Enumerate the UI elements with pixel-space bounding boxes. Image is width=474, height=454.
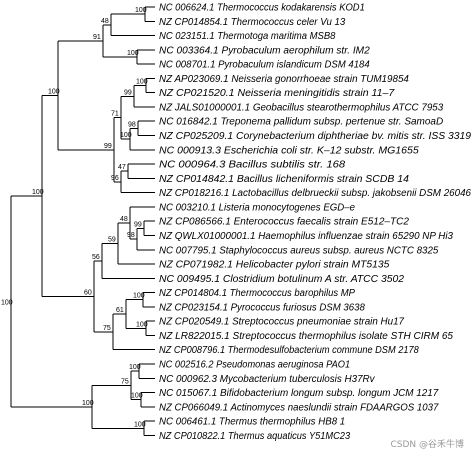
support-value: 100 <box>48 88 60 95</box>
taxon-label: NZ CP014842.1 Bacillus licheniformis str… <box>159 174 409 185</box>
support-value: 98 <box>127 232 135 239</box>
support-value: 100 <box>82 400 94 407</box>
watermark: CSDN @谷禾牛博 <box>390 440 464 450</box>
taxon-label: NC 008701.1 Pyrobaculum islandicum DSM 4… <box>159 60 370 71</box>
support-value: 99 <box>124 89 132 96</box>
taxon-label: NC 002516.2 Pseudomonas aeruginosa PAO1 <box>159 360 350 371</box>
taxon-label: NZ AP023069.1 Neisseria gonorrhoeae stra… <box>159 74 409 85</box>
support-value: 99 <box>134 221 142 228</box>
tree-branches <box>10 6 155 436</box>
taxon-label: NZ CP021520.1 Neisseria meningitidis str… <box>159 88 395 99</box>
support-value: 47 <box>118 164 126 171</box>
taxon-label: NC 006624.1 Thermococcus kodakarensis KO… <box>159 3 365 14</box>
taxon-label: NZ CP014804.1 Thermococcus barophilus MP <box>159 288 355 299</box>
support-value: 56 <box>92 254 100 261</box>
support-value: 100 <box>136 79 148 86</box>
taxon-label: NC 023151.1 Thermotoga maritima MSB8 <box>159 31 336 42</box>
taxon-label: NC 006461.1 Thermus thermophilus HB8 1 <box>159 417 345 428</box>
support-value: 100 <box>136 321 148 328</box>
taxon-label: NC 000962.3 Mycobacterium tuberculosis H… <box>159 374 376 385</box>
support-value: 100 <box>129 364 141 371</box>
support-value: 98 <box>128 121 136 128</box>
support-value: 100 <box>134 421 146 428</box>
support-value: 100 <box>135 7 147 14</box>
support-value: 100 <box>1 299 13 306</box>
support-value: 100 <box>120 132 132 139</box>
support-value: 100 <box>133 293 145 300</box>
taxon-label: NZ CP071982.1 Helicobacter pylori strain… <box>159 260 390 271</box>
support-value: 99 <box>104 143 112 150</box>
support-value: 100 <box>131 393 143 400</box>
taxon-label: NC 007795.1 Staphylococcus aureus subsp.… <box>159 245 439 256</box>
taxon-label: NZ CP086566.1 Enterococcus faecalis stra… <box>159 217 409 228</box>
taxon-label: NC 003364.1 Pyrobaculum aerophilum str. … <box>159 45 370 56</box>
taxon-label: NZ CP010822.1 Thermus aquaticus Y51MC23 <box>159 431 351 442</box>
taxon-label: NZ CP020549.1 Streptococcus pneumoniae s… <box>159 317 404 328</box>
support-value: 91 <box>93 34 101 41</box>
taxon-label: NC 000913.3 Escherichia coli str. K–12 s… <box>159 145 419 156</box>
support-values: 100 48 100 91 100 99 98 100 71 47 96 99 100 99 98 48 59 5… <box>1 7 148 428</box>
taxon-label: NC 016842.1 Treponema pallidum subsp. pe… <box>159 117 443 128</box>
taxon-label: NZ JALS01000001.1 Geobacillus stearother… <box>159 102 444 113</box>
taxon-label: NZ CP025209.1 Corynebacterium diphtheria… <box>159 131 471 142</box>
support-value: 60 <box>84 289 92 296</box>
taxon-label: NC 015067.1 Bifidobacterium longum subsp… <box>159 388 439 399</box>
taxon-label: NZ QWLX01000001.1 Haemophilus influenzae… <box>159 231 453 242</box>
support-value: 59 <box>108 237 116 244</box>
support-value: 75 <box>103 325 111 332</box>
taxon-labels: NC 006624.1 Thermococcus kodakarensis KO… <box>159 3 471 442</box>
support-value: 96 <box>111 175 119 182</box>
support-value: 48 <box>120 216 128 223</box>
taxon-label: NZ CP008796.1 Thermodesulfobacterium com… <box>159 345 419 356</box>
taxon-label: NZ LR822015.1 Streptococcus thermophilus… <box>159 331 453 342</box>
support-value: 100 <box>127 50 139 57</box>
support-value: 48 <box>101 18 109 25</box>
taxon-label: NZ CP066049.1 Actinomyces naeslundii str… <box>159 402 439 413</box>
support-value: 100 <box>32 189 44 196</box>
taxon-label: NC 009495.1 Clostridium botulinum A str.… <box>159 274 404 285</box>
taxon-label: NZ CP018216.1 Lactobacillus delbrueckii … <box>159 188 471 199</box>
taxon-label: NC 000964.3 Bacillus subtilis str. 168 <box>159 160 346 171</box>
taxon-label: NZ CP014854.1 Thermococcus celer Vu 13 <box>159 17 346 28</box>
support-value: 71 <box>111 111 119 118</box>
support-value: 61 <box>116 307 124 314</box>
taxon-label: NC 003210.1 Listeria monocytogenes EGD–e <box>159 202 355 213</box>
support-value: 75 <box>121 378 129 385</box>
taxon-label: NZ CP023154.1 Pyrococcus furiosus DSM 36… <box>159 302 365 313</box>
